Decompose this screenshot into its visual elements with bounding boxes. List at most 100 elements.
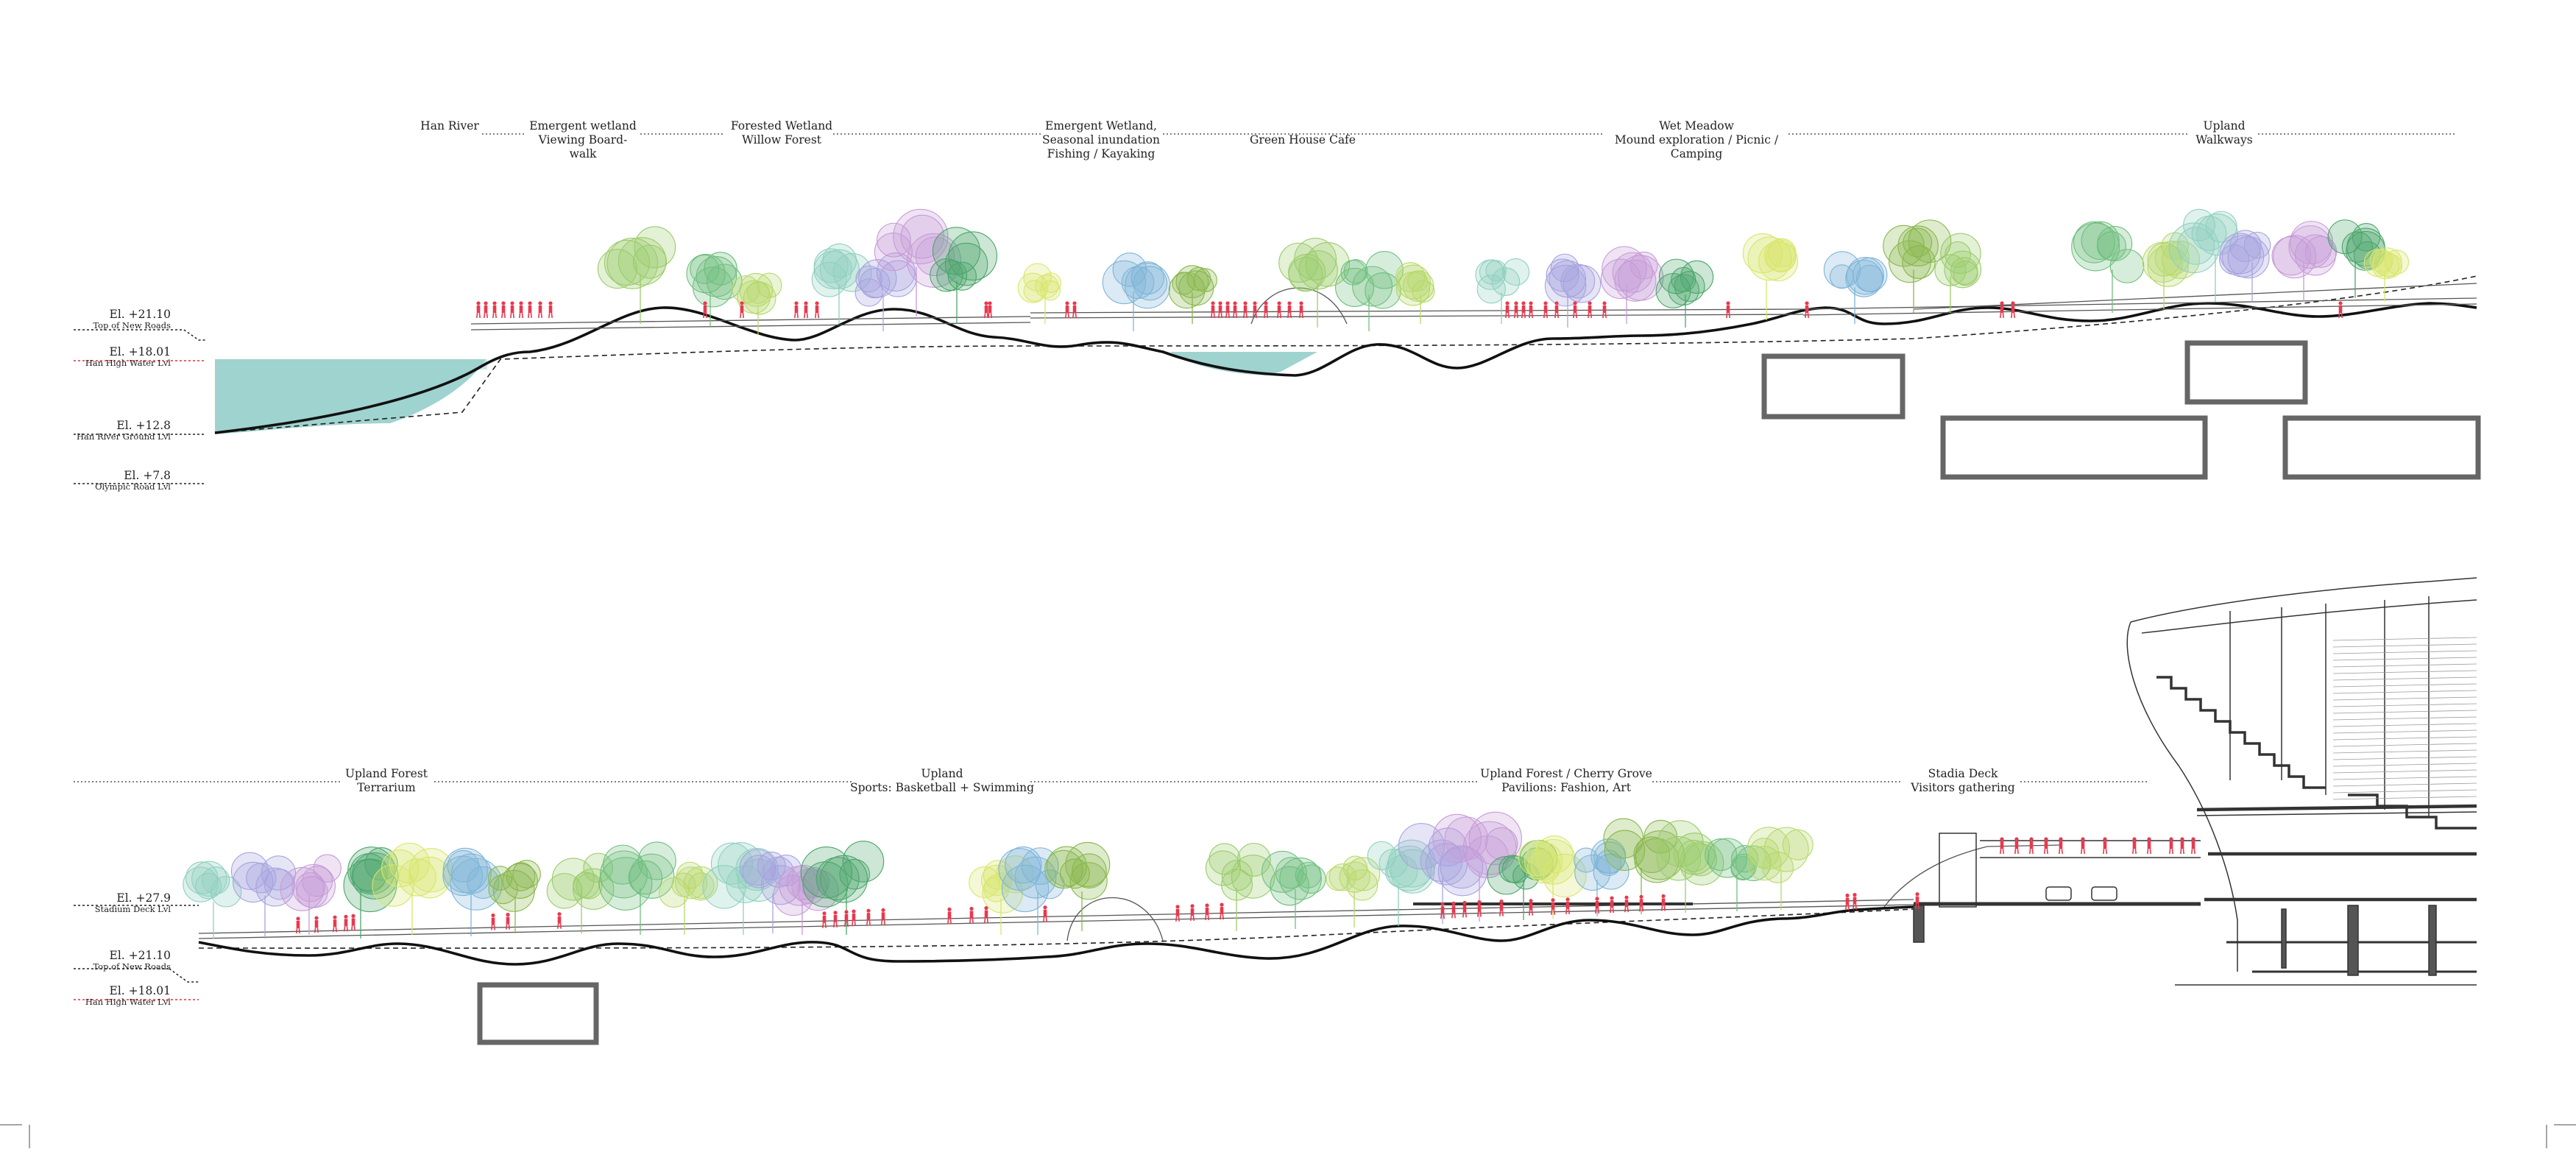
person-icon — [1505, 301, 1510, 319]
original-grade-line — [214, 275, 2477, 434]
zone-wet-meadow: Wet Meadow Mound exploration / Picnic / … — [1615, 119, 1778, 161]
person-icon — [881, 908, 885, 925]
person-icon — [506, 913, 510, 930]
zone-label-line — [1250, 119, 1356, 133]
person-icon — [351, 914, 355, 931]
tree-icon — [2071, 221, 2145, 313]
elevation-value: El. +7.8 — [124, 469, 171, 482]
tree-icon — [1367, 839, 1436, 926]
stand-hatch-line — [2332, 696, 2477, 701]
person-icon — [492, 301, 497, 319]
tree-icon — [1573, 838, 1630, 916]
tree-icon — [2271, 221, 2338, 302]
tree-icon — [686, 252, 743, 328]
stand-hatch-line — [2332, 776, 2477, 780]
stand-hatch-line — [2332, 729, 2477, 734]
person-icon — [519, 301, 523, 319]
person-icon — [2132, 837, 2137, 855]
stand-hatch-line — [2332, 796, 2477, 800]
person-icon — [1602, 301, 1607, 319]
tree-icon — [1102, 252, 1171, 331]
elevation-olympic-road: El. +7.8 Olympic Road Lvl — [1, 470, 171, 492]
person-icon — [1624, 895, 1629, 913]
person-icon — [1845, 893, 1850, 911]
zone-label-line: walk — [569, 147, 597, 160]
zone-emergent-wetland-seasonal: Emergent Wetland, Seasonal inundation Fi… — [1042, 119, 1160, 161]
tree-icon — [1395, 262, 1435, 324]
elevation-value: El. +21.10 — [109, 949, 171, 962]
zone-label-line: Walkways — [2195, 133, 2253, 146]
tree-icon — [1600, 246, 1664, 324]
zone-label-line: Willow Forest — [741, 133, 822, 146]
elevation-desc: Olympic Road Lvl — [95, 481, 171, 492]
person-icon — [984, 301, 988, 319]
person-icon — [1243, 301, 1248, 319]
zone-han-river: Han River — [420, 119, 479, 133]
zone-label-line: Forested Wetland — [730, 119, 833, 132]
elevation-stadium-deck: El. +27.9 Stadium Deck Lvl — [1, 892, 171, 914]
tree-icon — [1655, 258, 1714, 328]
elevation-desc: Top of New Roads — [93, 320, 171, 331]
person-icon — [1065, 301, 1069, 319]
tree-icon — [1278, 237, 1351, 328]
person-icon — [2103, 837, 2107, 855]
person-icon — [1588, 301, 1592, 319]
person-icon — [2180, 837, 2184, 855]
tree-icon — [343, 847, 399, 939]
stand-hatch-line — [2332, 736, 2477, 741]
tree-icon — [659, 861, 718, 935]
tree-icon — [2219, 230, 2271, 302]
elevation-value: El. +18.01 — [109, 345, 171, 358]
bottom-grade-line — [198, 908, 1914, 949]
person-icon — [1610, 896, 1614, 914]
person-icon — [2000, 837, 2004, 855]
tree-icon — [1475, 258, 1530, 324]
bottom-terrain-line — [198, 905, 1914, 966]
tree-icon — [1017, 263, 1061, 324]
top-elevation-leaders — [74, 329, 206, 484]
stand-hatch-line — [2332, 769, 2477, 774]
person-icon — [1915, 892, 1919, 909]
person-icon — [1726, 301, 1730, 319]
tree-icon — [1603, 818, 1685, 914]
elevation-desc: Han River Ground Lvl — [77, 431, 171, 442]
top-vegetation — [597, 208, 2410, 335]
top-underground-structures — [1761, 340, 2481, 480]
zone-label-line: Camping — [1670, 147, 1723, 160]
person-icon — [1805, 301, 1809, 319]
person-icon — [1551, 898, 1555, 915]
bottom-elevation-leaders — [74, 905, 199, 1000]
zone-label-line: Sports: Basketball + Swimming — [849, 781, 1035, 794]
tree-icon — [1335, 250, 1404, 331]
person-icon — [491, 913, 495, 930]
tree-icon — [2168, 208, 2239, 302]
person-icon — [1205, 903, 1209, 921]
person-icon — [314, 916, 319, 933]
zone-label-line: Wet Meadow — [1659, 119, 1734, 132]
person-icon — [1225, 301, 1230, 319]
tree-icon — [1823, 251, 1888, 324]
person-icon — [1565, 897, 1570, 914]
person-icon — [296, 916, 300, 934]
person-icon — [2029, 837, 2034, 855]
crop-marks — [0, 1124, 2576, 1148]
bottom-people — [296, 837, 2195, 934]
person-icon — [1211, 301, 1215, 319]
elevation-value: El. +12.8 — [116, 419, 171, 432]
person-icon — [538, 301, 542, 319]
person-icon — [852, 909, 856, 927]
tree-icon — [1205, 843, 1275, 931]
zone-label-line: Stadia Deck — [1928, 767, 1998, 780]
wetland-pond — [1170, 352, 1317, 375]
zone-label-line: Emergent Wetland, — [1045, 119, 1157, 132]
stand-hatch-line — [2332, 716, 2477, 721]
person-icon — [2059, 837, 2063, 855]
person-icon — [1573, 301, 1577, 319]
tree-icon — [1262, 850, 1326, 929]
person-icon — [1462, 900, 1467, 918]
elevation-high-water-2: El. +18.01 Han High Water Lvl — [1, 985, 171, 1007]
person-icon — [501, 301, 506, 319]
person-icon — [557, 912, 562, 929]
person-icon — [2044, 837, 2048, 855]
person-icon — [1529, 301, 1533, 319]
